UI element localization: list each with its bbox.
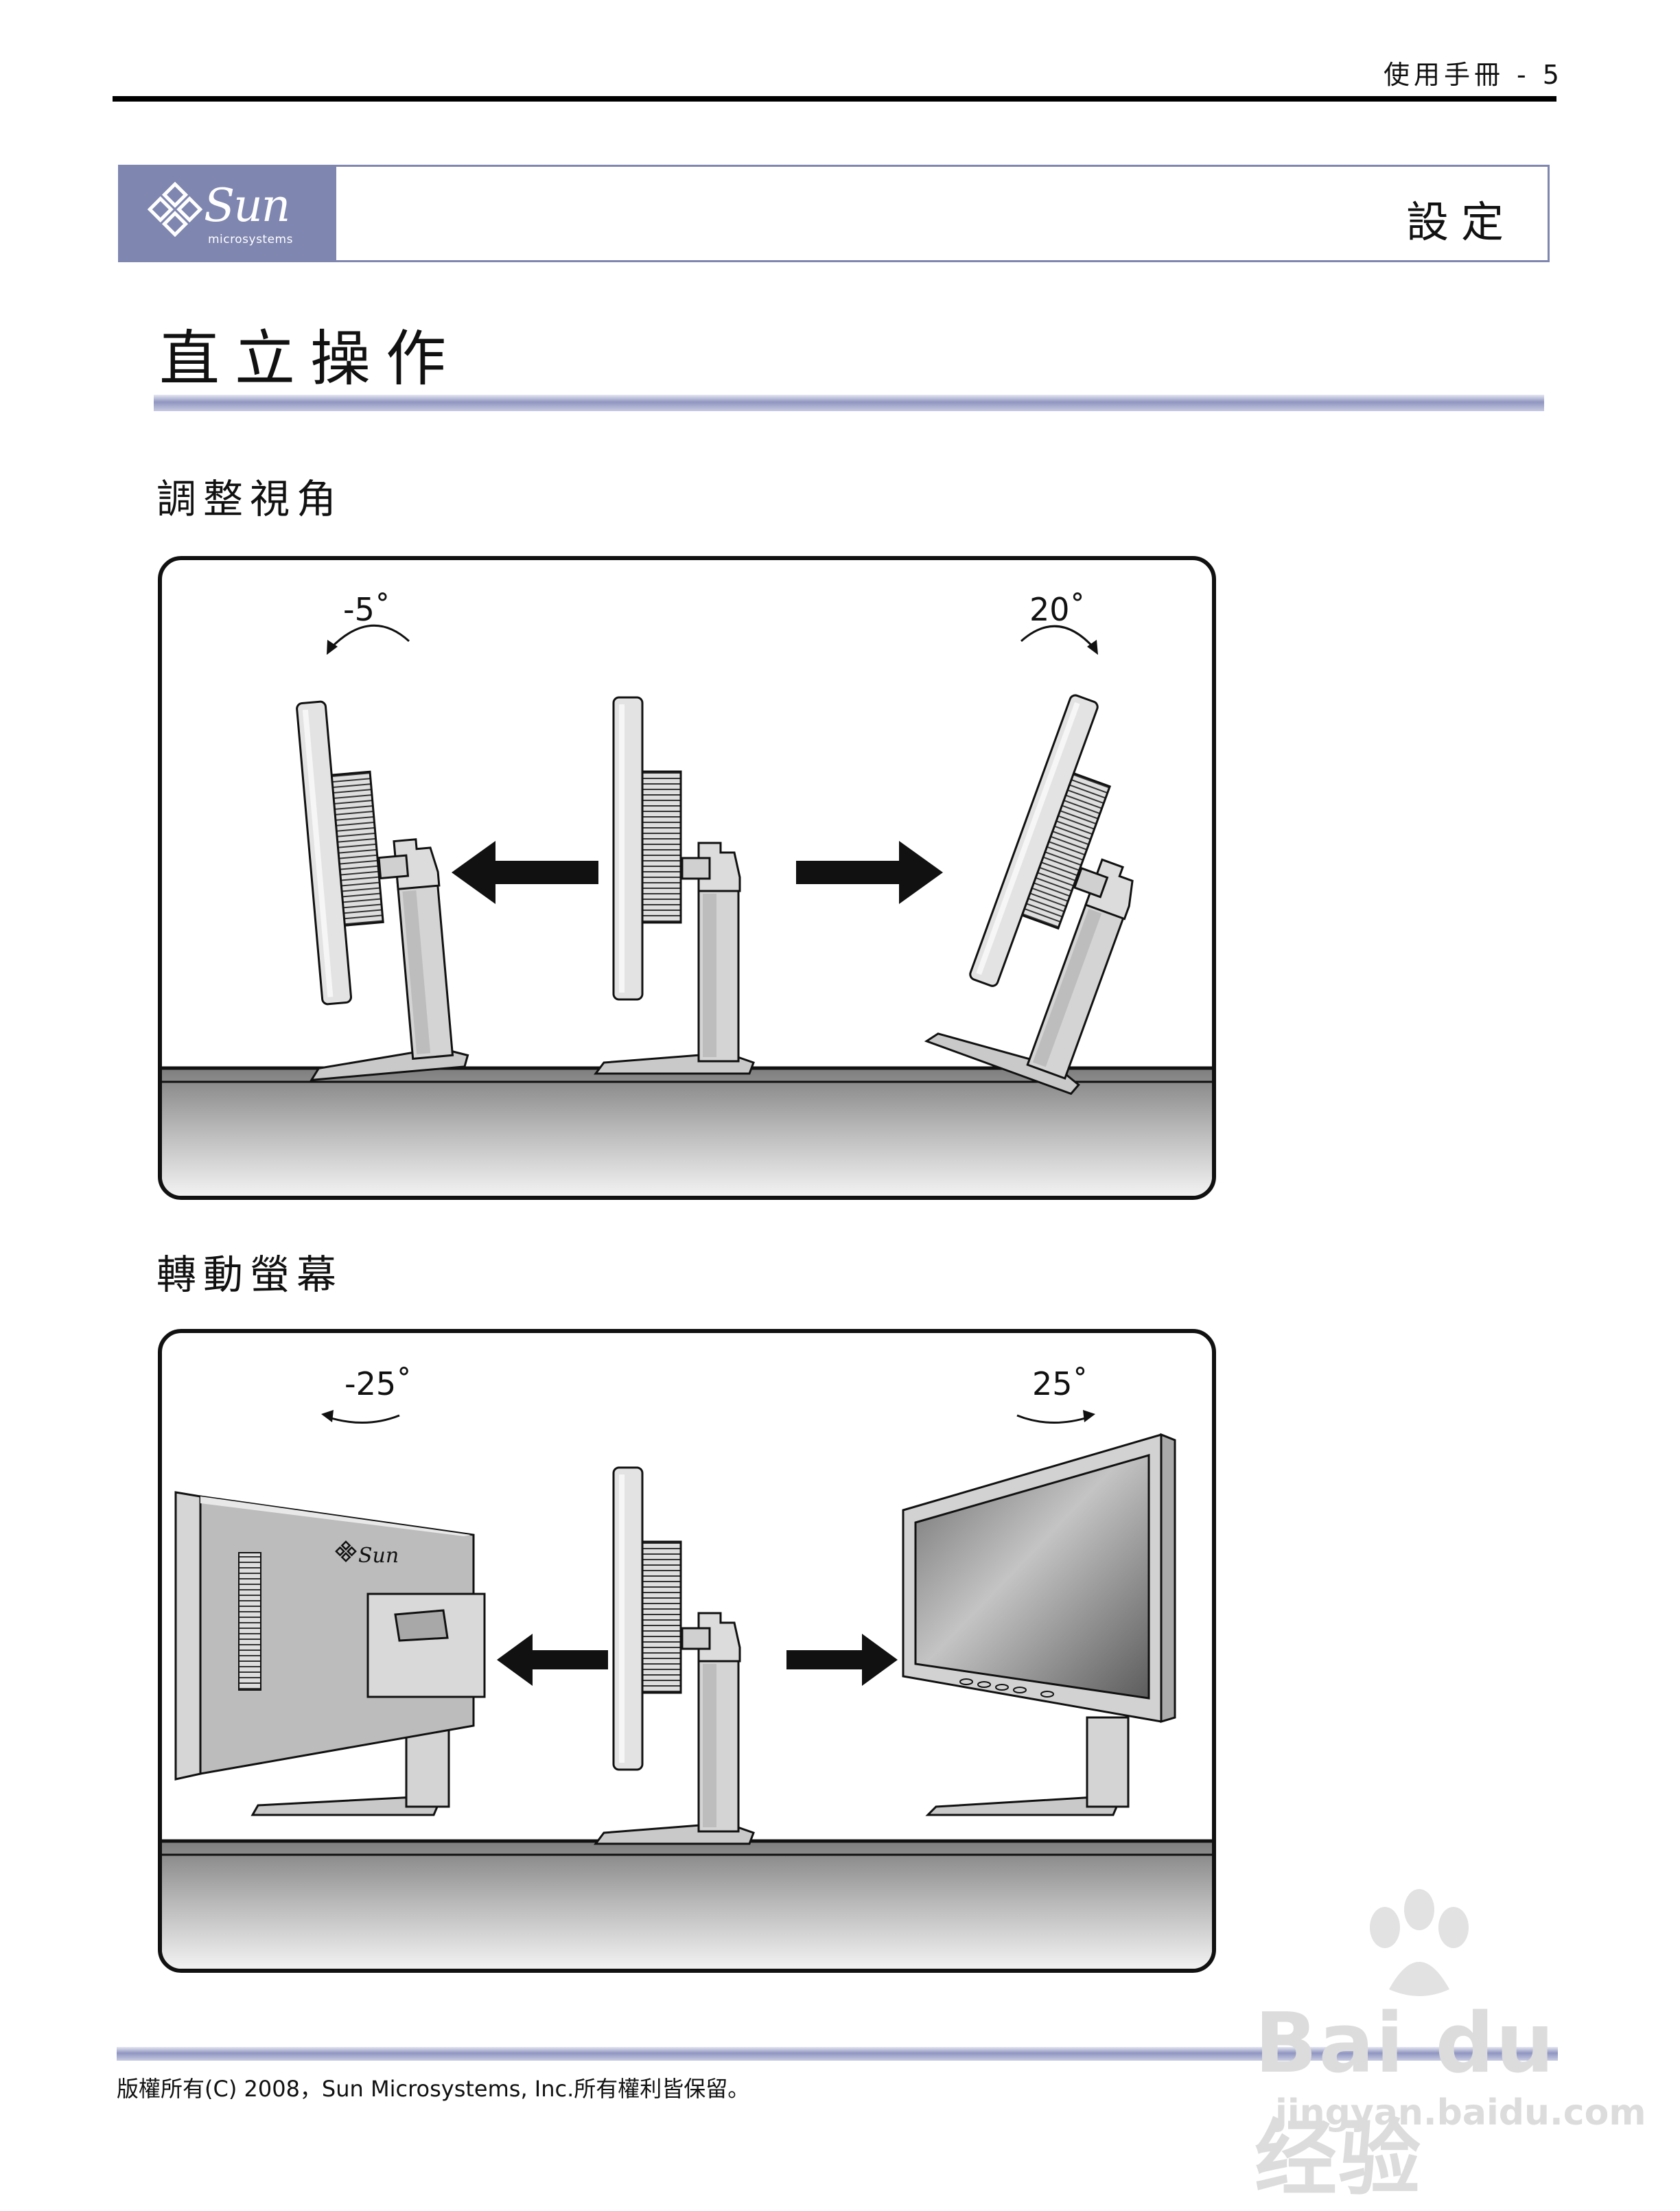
logo-panel: Sun microsystems bbox=[120, 167, 336, 260]
brand-logo-text: Sun bbox=[204, 179, 290, 232]
tilt-right-arc-icon bbox=[1020, 625, 1095, 649]
header-rule bbox=[113, 96, 1556, 102]
swivel-monitor-brand: Sun bbox=[358, 1544, 399, 1568]
section-band: Sun microsystems 設定 bbox=[118, 165, 1550, 262]
monitor-upright bbox=[594, 696, 755, 1075]
monitor-center-side bbox=[594, 1466, 755, 1845]
running-page-header: 使用手冊 - 5 bbox=[1383, 60, 1563, 90]
swivel-left-angle: -25˚ bbox=[345, 1365, 412, 1402]
page-heading: 直立操作 bbox=[159, 323, 462, 394]
arrow-left-icon bbox=[452, 841, 598, 904]
monitor-swiveled-right bbox=[902, 1433, 1176, 1816]
arrow-right-icon bbox=[796, 841, 943, 904]
heading-underline-bar bbox=[154, 395, 1544, 411]
tilt-subheading: 調整視角 bbox=[156, 476, 344, 522]
swivel-right-angle: 25˚ bbox=[1032, 1365, 1088, 1402]
watermark-text: Bai du 经验 bbox=[1255, 1996, 1556, 2207]
monitor-swiveled-left: Sun bbox=[174, 1491, 486, 1816]
footer-bar bbox=[117, 2047, 1558, 2061]
paw-icon bbox=[1370, 1889, 1469, 1996]
baidu-watermark: Bai du 经验 jingyan.baidu.com bbox=[1213, 1886, 1646, 2207]
watermark-url: jingyan.baidu.com bbox=[1275, 2092, 1646, 2133]
swivel-left-arc-icon bbox=[326, 1414, 400, 1424]
arrow-right-icon bbox=[786, 1634, 898, 1686]
tilt-left-arc-icon bbox=[329, 624, 410, 649]
tilt-right-angle: 20˚ bbox=[1029, 591, 1086, 628]
arrow-left-icon bbox=[497, 1634, 608, 1686]
tilt-illustration: -5˚ 20˚ bbox=[158, 556, 1216, 1200]
copyright-notice: 版權所有(C) 2008，Sun Microsystems, Inc.所有權利皆… bbox=[117, 2076, 750, 2102]
swivel-right-arc-icon bbox=[1016, 1414, 1090, 1424]
swivel-illustration: Sun -25˚ 25˚ bbox=[158, 1329, 1216, 1973]
monitor-tilted-forward bbox=[925, 686, 1205, 1096]
brand-logo-subtext: microsystems bbox=[208, 233, 293, 246]
tilt-left-angle: -5˚ bbox=[343, 591, 390, 628]
section-title: 設定 bbox=[1405, 197, 1516, 247]
monitor-tilted-back bbox=[277, 690, 470, 1081]
swivel-subheading: 轉動螢幕 bbox=[156, 1251, 344, 1298]
sun-logo-icon bbox=[148, 182, 202, 237]
